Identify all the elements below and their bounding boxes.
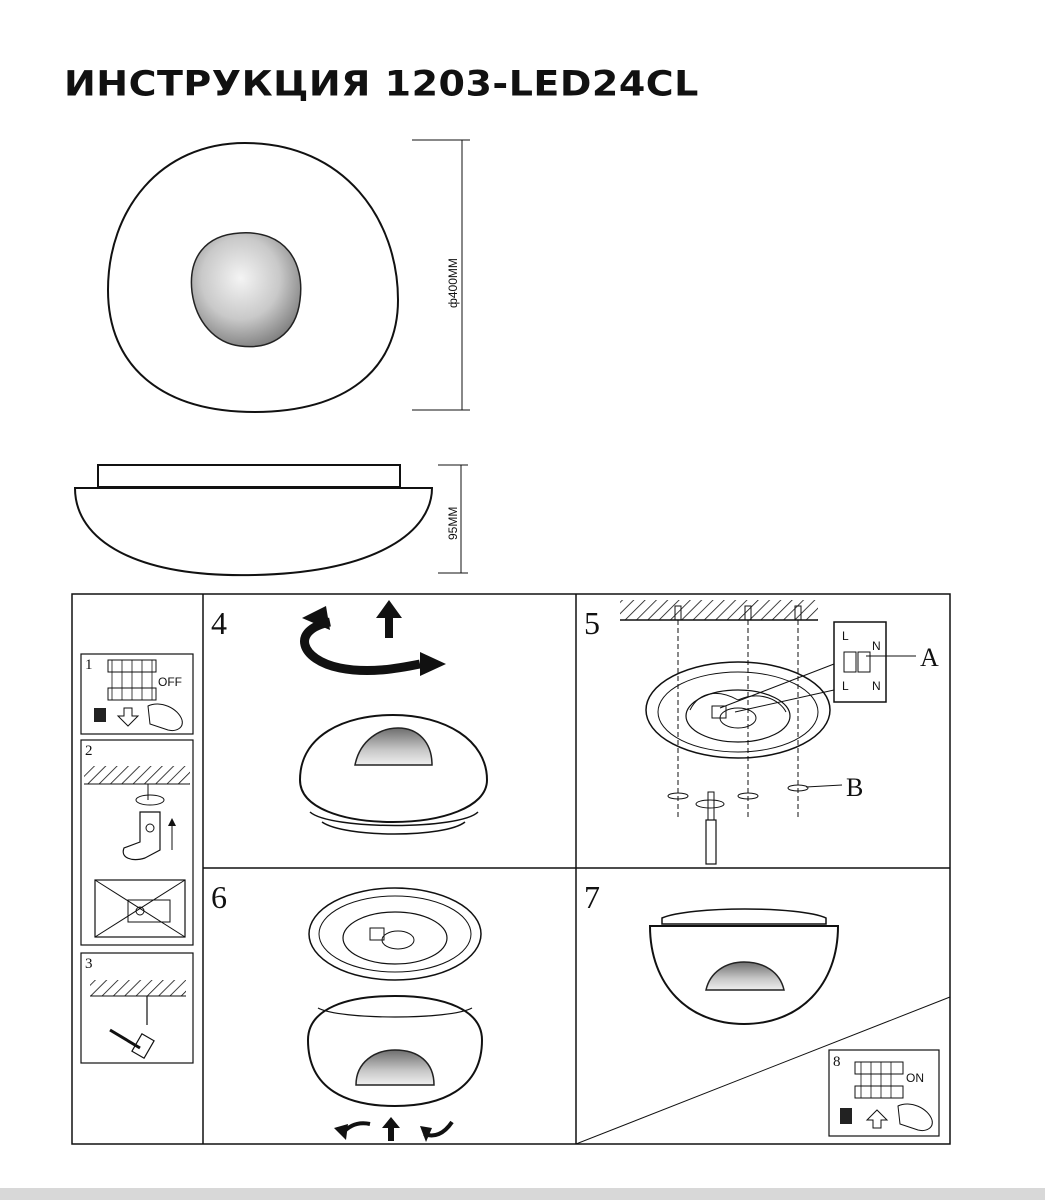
- steps-frame: [71, 593, 951, 1145]
- step-3-number: 3: [85, 956, 93, 972]
- top-view-drawing: [106, 141, 400, 414]
- step-1-number: 1: [85, 657, 93, 673]
- step-3-panel: 3: [80, 952, 194, 1064]
- side-view-drawing: [73, 464, 434, 577]
- callout-a: A: [920, 643, 939, 672]
- terminal-n-bottom: N: [872, 679, 881, 693]
- step-6-panel: 6: [211, 879, 484, 1142]
- step-5-panel: 5 L N L N A B: [584, 600, 939, 865]
- step-8-number: 8: [833, 1054, 841, 1070]
- step-6-number: 6: [211, 879, 227, 915]
- diameter-label: ф400ММ: [446, 258, 460, 308]
- step-8-panel: 8 ON: [828, 1049, 940, 1137]
- step-7-panel: 7: [584, 879, 840, 1026]
- step-1-switch-label: OFF: [158, 675, 182, 689]
- step-2-number: 2: [85, 743, 93, 759]
- step-7-number: 7: [584, 879, 600, 915]
- terminal-n-top: N: [872, 639, 881, 653]
- height-label: 95ММ: [446, 507, 460, 540]
- up-arrow-icon: [385, 614, 393, 638]
- step-5-number: 5: [584, 605, 600, 641]
- footer-bar: [0, 1188, 1045, 1200]
- step-4-panel: 4: [211, 600, 489, 835]
- callout-b: B: [846, 773, 863, 802]
- diameter-dimension: ф400ММ: [412, 139, 470, 411]
- step-2-panel: 2: [80, 739, 194, 946]
- rotate-arrow-icon: [420, 652, 446, 676]
- terminal-l-top: L: [842, 629, 849, 643]
- terminal-l-bottom: L: [842, 679, 849, 693]
- page-title: ИНСТРУКЦИЯ 1203-LED24CL: [64, 63, 699, 104]
- step-4-number: 4: [211, 605, 227, 641]
- height-dimension: 95ММ: [438, 464, 468, 574]
- step-1-panel: 1 OFF: [80, 653, 194, 735]
- step-8-switch-label: ON: [906, 1071, 924, 1085]
